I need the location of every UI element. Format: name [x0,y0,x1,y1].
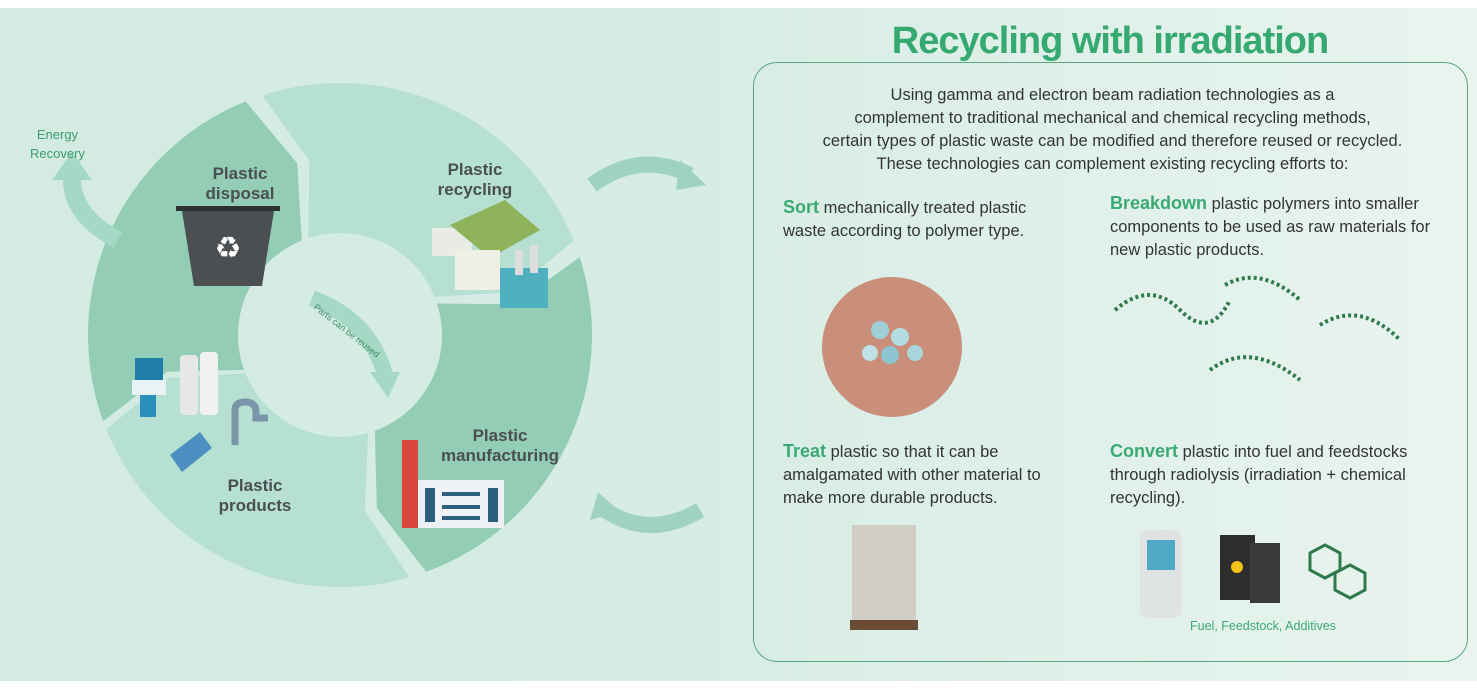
durable-blocks-image [850,525,918,630]
item-convert: Convert plastic into fuel and feedstocks… [1110,441,1408,507]
item-treat: Treat plastic so that it can be amalgama… [783,441,1041,507]
oil-barrel-icon [1220,535,1280,603]
fuel-pump-icon [1140,530,1182,618]
arrow-from-panel-head [590,492,620,520]
svg-text:♻: ♻ [215,232,242,265]
plastic-pellets-image [822,277,962,417]
segment-products [106,373,410,587]
recycle-bin-icon: ♻ [176,206,280,286]
arrow-to-panel [587,156,694,192]
arrow-to-panel-head [676,160,706,190]
parts-reused-arrow [309,290,393,378]
convert-caption: Fuel, Feedstock, Additives [1190,619,1336,633]
fuel-feedstock-icons [1140,530,1367,618]
item-sort: Sort mechanically treated plastic waste … [783,197,1027,240]
item-breakdown: Breakdown plastic polymers into smaller … [1110,193,1431,259]
recycling-plant-icon [432,200,548,308]
energy-recovery-arrow [62,174,123,248]
info-panel [753,62,1468,662]
plastic-products-icon [132,352,268,472]
arrow-from-panel [600,503,705,533]
cycle-ring: ♻ [52,82,706,587]
panel-intro: Using gamma and electron beam radiation … [822,86,1403,173]
energy-arrowhead [52,152,92,180]
polymer-chains-image [1113,275,1402,382]
parts-arrowhead [370,372,400,398]
panel-title: Recycling with irradiation [891,20,1329,62]
molecule-icon [1308,543,1367,600]
manufacturing-factory-icon [402,440,504,528]
